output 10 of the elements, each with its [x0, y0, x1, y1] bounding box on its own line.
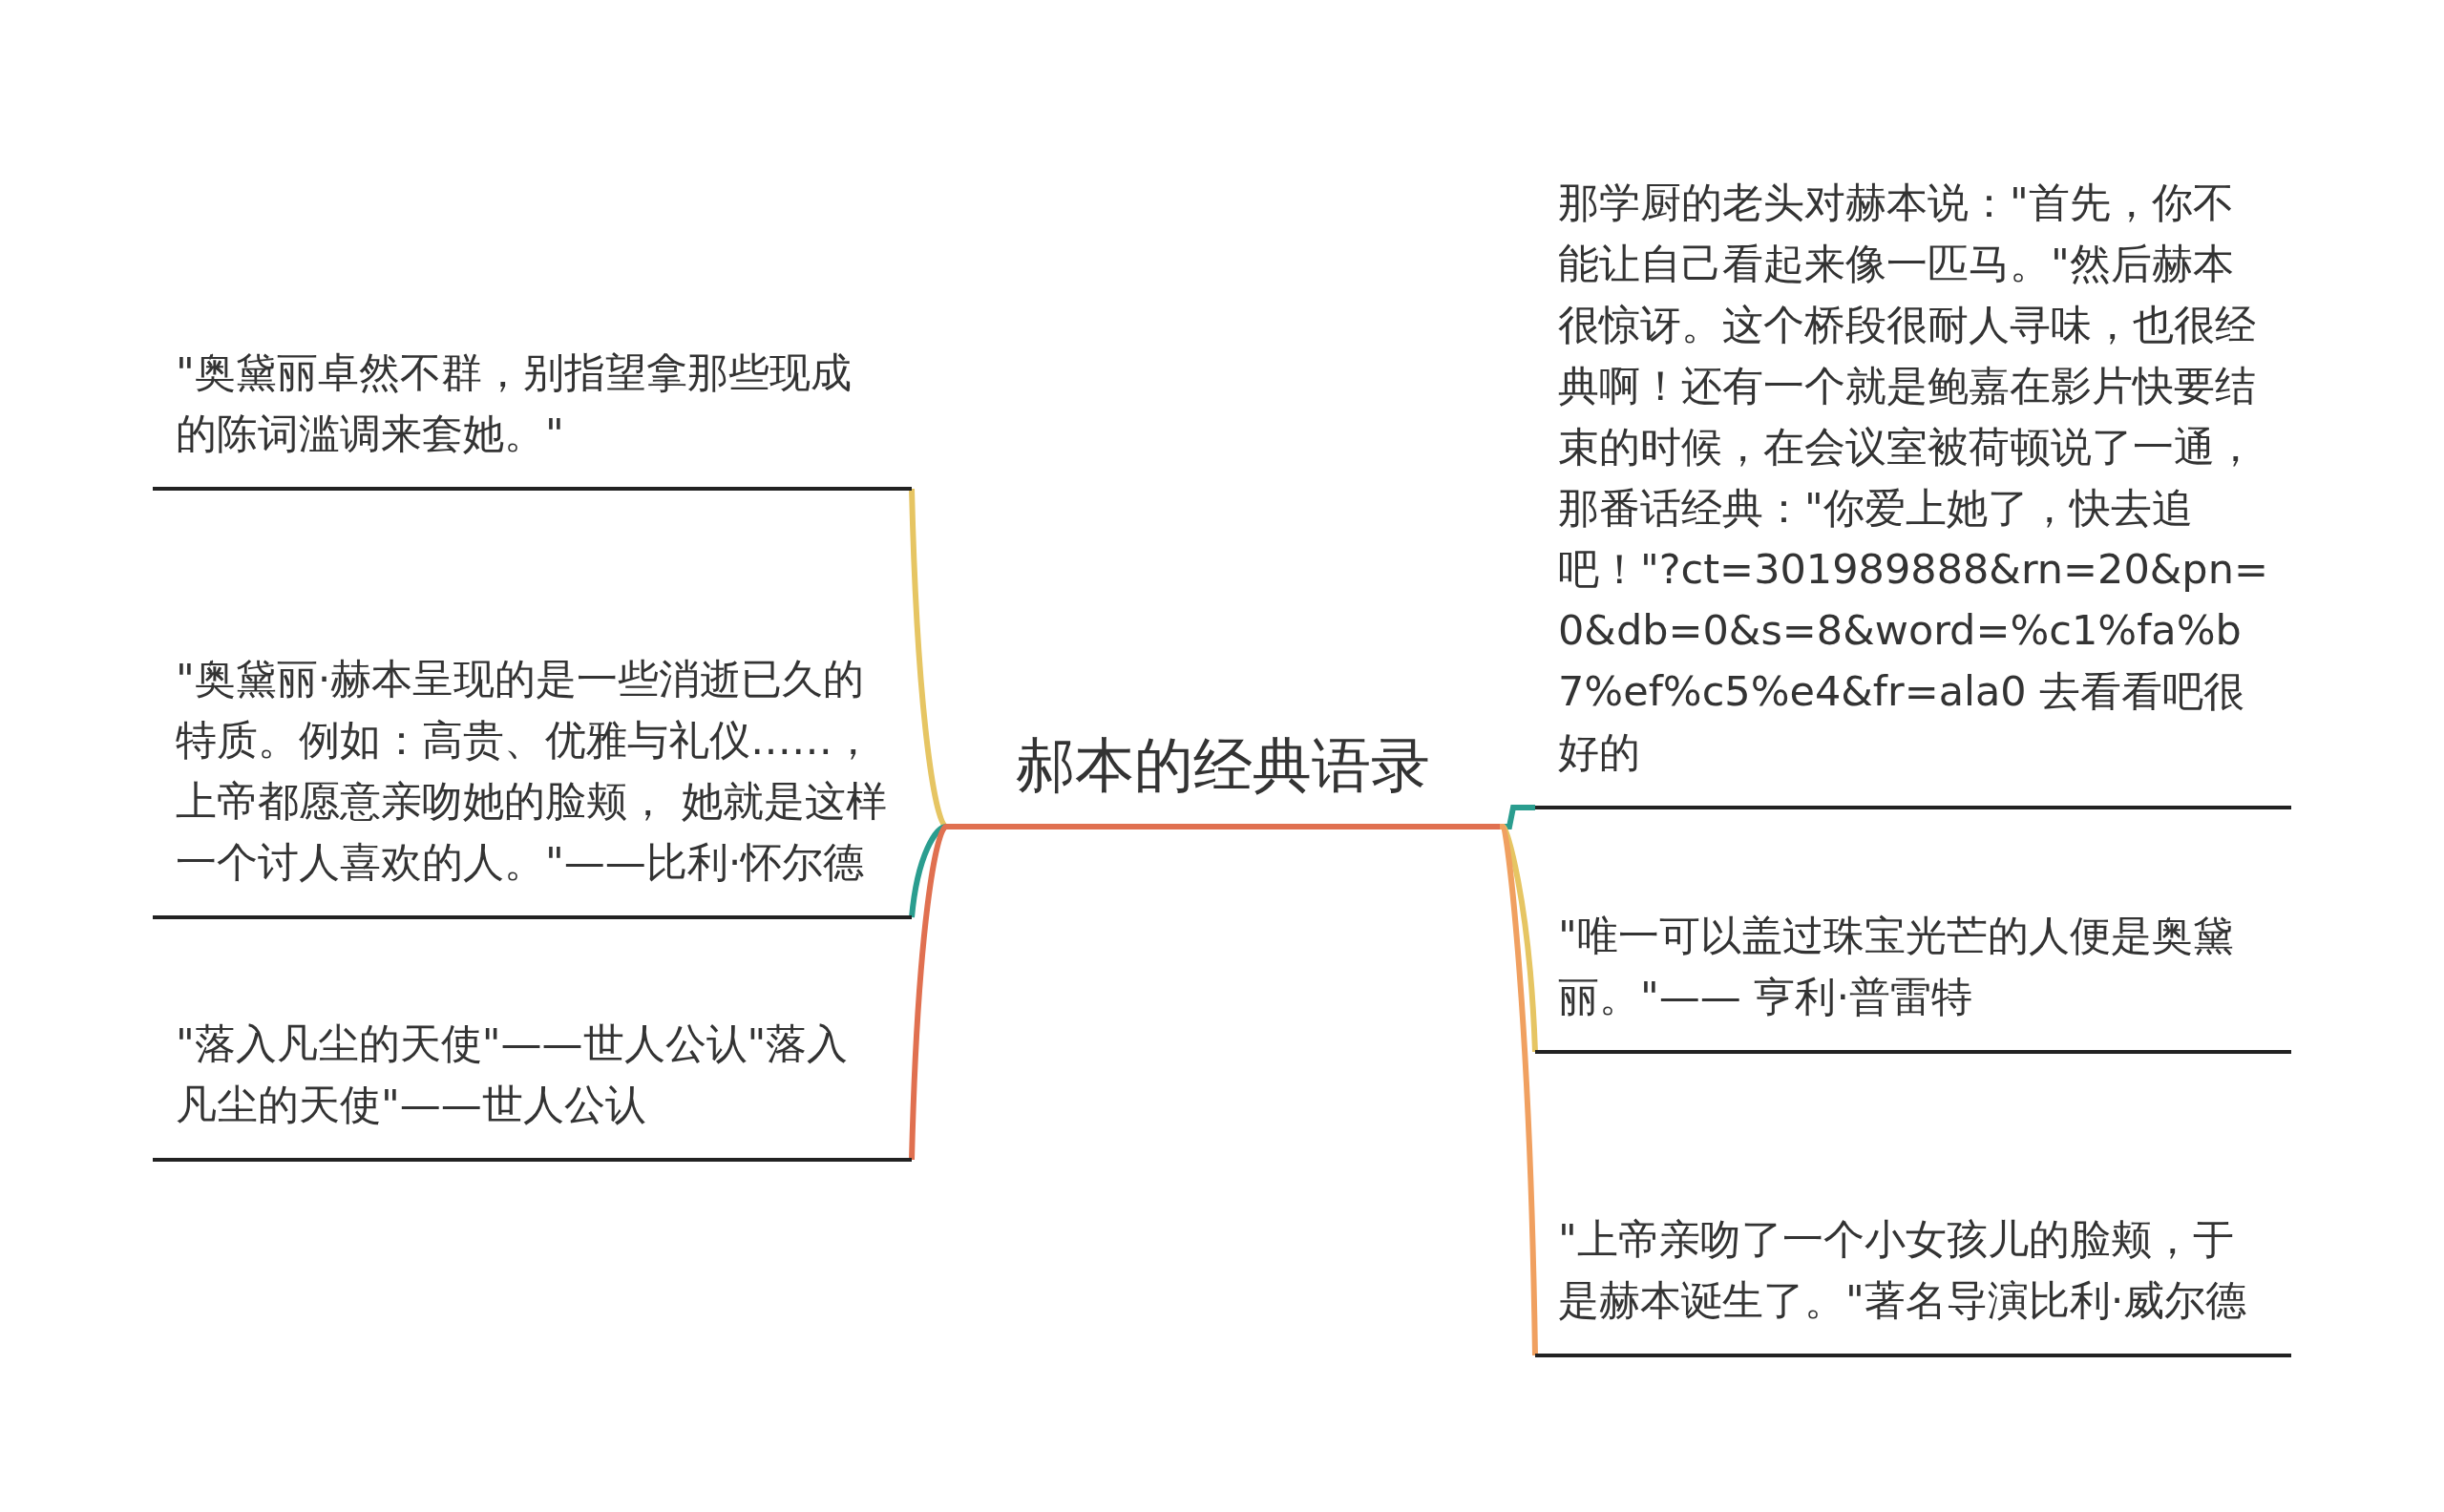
quote-text: "奥黛丽·赫本呈现的是一些消逝已久的特质。例如：高贵、优雅与礼仪……，上帝都愿意亲吻她的脸颊， 她就是这样一个讨人喜欢的人。"——比利·怀尔德 [176, 654, 888, 888]
quote-text: "落入凡尘的天使"——世人公认"落入凡尘的天使"——世人公认 [176, 1018, 850, 1130]
branch-line [909, 824, 947, 918]
branch-line [909, 824, 948, 1161]
quote-text: "奥黛丽卓然不群，别指望拿那些现成的陈词滥调来套她。" [176, 347, 853, 459]
central-topic: 郝本的经典语录 [1016, 728, 1430, 802]
quote-text: 那学厨的老头对赫本说："首先，你不能让自己看起来像一匹马。"然后赫本很惊讶。这个桥段很耐人寻味，也很经典啊！还有一个就是鲍嘉在影片快要结束的时候，在会议室被荷顿说了一通，那番话经典："你爱上她了，快去追吧！"?ct=301989888&rn=20&pn=0&db=0&s=8&word=%c1%fa%b7%ef%c5%e4&fr=ala0 去看看吧很好的 [1558, 178, 2268, 778]
branch-line [1498, 824, 1538, 1356]
quote-text: "唯一可以盖过珠宝光芒的人便是奥黛丽。"—— 亨利·普雷特 [1558, 911, 2235, 1022]
quote-text: "上帝亲吻了一个小女孩儿的脸颊，于是赫本诞生了。"著名导演比利·威尔德 [1558, 1214, 2248, 1326]
